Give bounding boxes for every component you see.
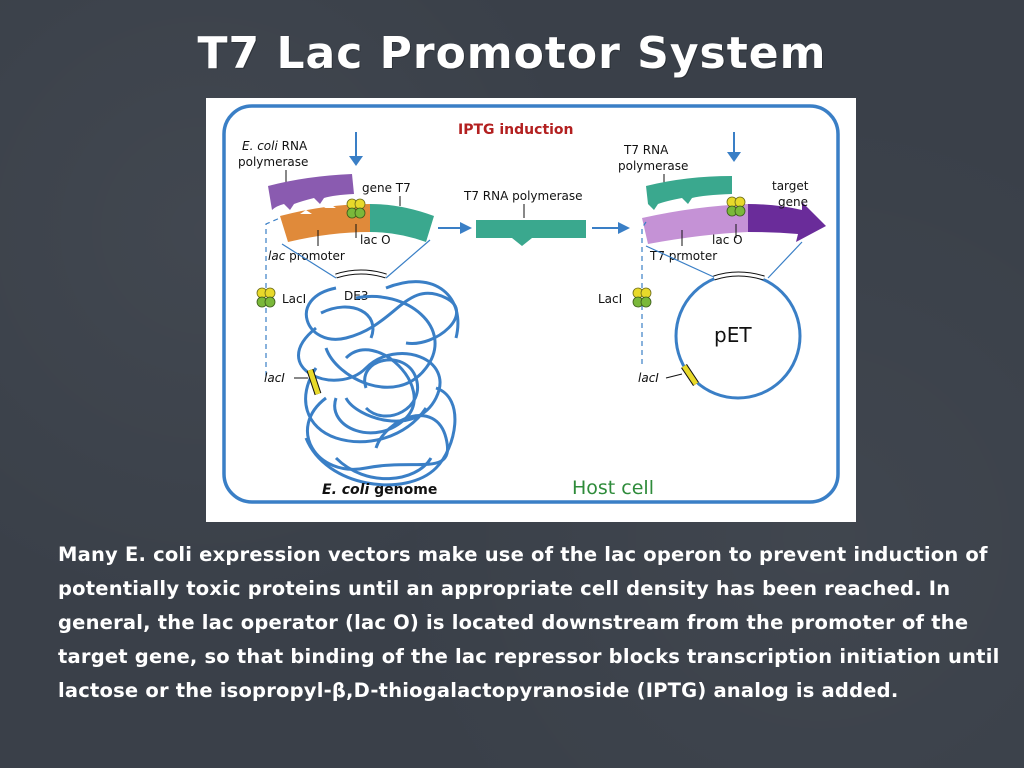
gene-t7-segment [370,204,434,242]
laci-label-right: LacI [598,292,622,306]
de3-label: DE3 [344,289,368,303]
laci-gene-leader-right [665,373,683,379]
slide-caption: Many E. coli expression vectors make use… [58,543,1000,702]
diagram-figure: IPTG induction E. coli RNA polymerase ge… [206,98,856,522]
lac-o-label-left: lac O [360,233,391,247]
zoom-line-left-b [385,239,431,279]
flow-arrowhead-1 [460,222,472,234]
lac-o-label-right: lac O [712,233,743,247]
target-gene-segment [748,202,826,242]
host-cell-label: Host cell [572,477,654,499]
t7-rna-polymerase-label-mid: T7 RNA polymerase [463,189,583,203]
ecoli-genome-tangle [297,280,460,487]
laci-gene-label-left: lacI [264,371,285,385]
de3-segment-inner [335,270,387,278]
gene-t7-label: gene T7 [362,181,411,195]
laci-gene-label-right: lacI [638,371,659,385]
ecoli-rna-pol-label-2: polymerase [238,155,308,169]
t7-rna-pol-label-right: T7 RNA [623,143,669,157]
zoom-line-right-b [767,241,803,279]
pet-insert-segment-inner [713,272,765,280]
band-notch-2 [324,204,336,208]
laci-dashed-left-up [265,217,281,288]
flow-arrowhead-2 [618,222,630,234]
t7-promoter-segment [642,204,748,244]
iptg-arrowhead-right [727,152,741,162]
t7-rna-polymerase-right [646,176,732,210]
lac-promoter-label: lac promoter [268,249,345,263]
t7-rna-pol-label-right-2: polymerase [618,159,688,173]
laci-gene-marker-left-fill [307,369,321,395]
target-gene-label: target gene [772,179,812,209]
pet-label: pET [714,323,752,347]
laci-protein-right [632,287,652,308]
t7-promoter-label: T7 prmoter [649,249,717,263]
band-notch-1 [300,210,312,214]
zoom-line-right-a [645,245,717,279]
t7-lac-diagram: IPTG induction E. coli RNA polymerase ge… [222,104,840,504]
laci-protein-left [256,287,276,308]
host-cell-outline [222,104,840,504]
lac-repressor-right [726,196,746,217]
t7-rna-polymerase-mid [476,220,586,246]
iptg-induction-label: IPTG induction [458,122,574,138]
laci-label-left: LacI [282,292,306,306]
slide-title: T7 Lac Promotor System [197,28,827,79]
lac-repressor-left [346,198,366,219]
iptg-arrowhead-left [349,156,363,166]
laci-gene-marker-right-fill [681,364,699,386]
ecoli-rna-pol-label: E. coli RNA [242,139,308,153]
laci-dashed-right-up [641,221,647,288]
ecoli-rna-polymerase [268,174,354,210]
zoom-line-left-a [281,243,337,279]
ecoli-genome-label: E. coli genome [322,482,437,498]
